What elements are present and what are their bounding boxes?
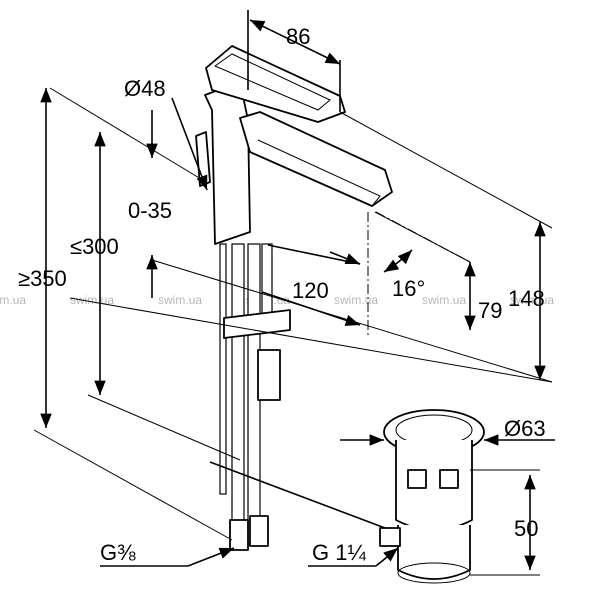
label-diameter-63: Ø63	[504, 416, 546, 441]
pop-up-rod	[209, 461, 386, 529]
dim-16-arc	[383, 249, 413, 273]
waste-rod-connector	[379, 527, 401, 547]
ext-300-bottom	[87, 394, 241, 461]
hose-fitting-right	[249, 515, 269, 547]
lever-handle	[205, 45, 346, 123]
waste-tail-end	[397, 562, 471, 584]
fixing-nut	[257, 349, 281, 401]
leader-g38	[187, 547, 235, 567]
dim-120-arrow	[329, 251, 361, 265]
ext-top-148	[339, 111, 553, 229]
watermark-text: swim.ua	[158, 293, 202, 307]
lever-top-face	[213, 53, 331, 111]
watermark-text: swim.ua	[334, 293, 378, 307]
dimension-labels: 86 Ø48 0-35 ≤300 ≥350 120 16° 79 148 Ø63…	[18, 24, 546, 565]
watermark-text: swim.ua	[422, 293, 466, 307]
spout	[239, 111, 393, 207]
spout-edge	[249, 139, 381, 207]
waste-tail	[397, 525, 471, 580]
label-79: 79	[478, 298, 502, 323]
dimension-lines	[33, 10, 555, 576]
ext-body-base	[49, 87, 207, 183]
label-g1-1-4: G 1¼	[312, 540, 366, 565]
watermark-text: swim.ua	[0, 293, 26, 307]
label-g3-8: G⅜	[100, 540, 136, 565]
dim-120-a	[267, 244, 361, 265]
label-120: 120	[292, 278, 329, 303]
leader-48	[171, 97, 208, 191]
dim-120-b	[261, 291, 361, 326]
ext-outlet-79	[374, 211, 471, 263]
waste-window-right	[439, 469, 459, 489]
hoses-mounting	[209, 243, 386, 551]
faucet-body	[195, 45, 393, 245]
hose-left	[231, 243, 245, 545]
label-16-degrees: 16°	[392, 276, 425, 301]
label-diameter-48: Ø48	[124, 76, 166, 101]
waste-valve	[379, 409, 485, 584]
label-50: 50	[514, 516, 538, 541]
hose-fitting-left	[229, 519, 249, 551]
dim-86	[249, 19, 341, 65]
pull-rod	[219, 243, 227, 495]
leader-g114	[375, 547, 399, 567]
label-0-35: 0-35	[128, 198, 172, 223]
body-column	[204, 81, 251, 245]
label-300: ≤300	[70, 234, 119, 259]
label-86: 86	[286, 24, 310, 49]
label-148: 148	[508, 286, 545, 311]
ext-350-bottom	[33, 429, 233, 541]
mounting-bracket	[223, 309, 291, 339]
label-350: ≥350	[18, 266, 67, 291]
ext-deck-2	[69, 297, 553, 383]
waste-window-left	[407, 469, 427, 489]
